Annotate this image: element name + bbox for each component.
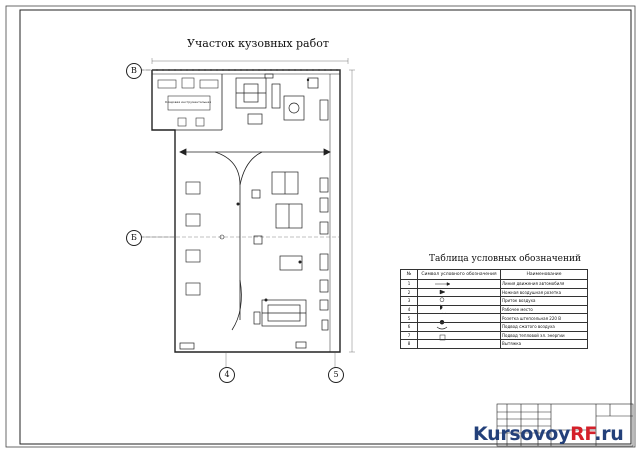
legend-row: 5 Розетка штепсельная 220 В	[400, 313, 588, 323]
office-equipment	[157, 77, 219, 127]
legend-row-no: 3	[400, 296, 418, 306]
legend-header-name: Наименование	[500, 269, 588, 280]
lift-equipment	[235, 73, 329, 125]
legend-row-name: Линия движения автомобиля	[500, 279, 588, 289]
legend-row-no: 5	[400, 313, 418, 323]
legend-row-symbol	[417, 330, 501, 341]
legend-row-name: Розетка штепсельная 220 В	[500, 313, 588, 323]
work-posts	[179, 171, 307, 350]
legend-row: 2 Ножная воздушная розетка	[400, 287, 588, 298]
legend-row-no: 1	[400, 279, 418, 289]
legend-row: 8 Вытяжка	[400, 339, 588, 349]
room-label: Кладовая инструментальная	[165, 100, 211, 104]
legend-row-name: Приток воздуха	[500, 296, 588, 306]
dimension-lines	[140, 58, 355, 368]
symbols	[219, 78, 310, 302]
brand-part-3: .ru	[594, 423, 624, 445]
building-walls	[151, 69, 341, 353]
axis-marker-v: В	[126, 63, 142, 79]
legend-row-symbol	[417, 296, 501, 306]
side-cabinets	[319, 177, 329, 331]
title-block	[496, 403, 634, 447]
legend-row: 7 Подвод тепловой эл. энергии	[400, 330, 588, 341]
sheet-frame	[5, 5, 636, 448]
vehicle-path	[179, 148, 331, 331]
axis-marker-5: 5	[328, 367, 344, 383]
legend-row-symbol	[417, 304, 501, 315]
legend-row-no: 6	[400, 321, 418, 332]
legend-row-no: 4	[400, 304, 418, 315]
brand-part-1: Kursovoy	[473, 423, 571, 445]
legend-row-symbol	[417, 321, 501, 332]
legend-row: 1 Линия движения автомобиля	[400, 279, 588, 289]
legend-row-symbol	[417, 339, 501, 349]
drawing-title: Участок кузовных работ	[187, 37, 329, 50]
legend-row-name: Вытяжка	[500, 339, 588, 349]
legend-header-row: № Символ условного обозначения Наименова…	[400, 269, 588, 280]
legend-row-symbol	[417, 287, 501, 298]
legend-row-name: Подвод сжатого воздуха	[500, 321, 588, 332]
legend-table: № Символ условного обозначения Наименова…	[400, 269, 588, 349]
legend-row-name: Подвод тепловой эл. энергии	[500, 330, 588, 341]
brand-watermark[interactable]: KursovoyRF.ru	[473, 423, 624, 445]
legend-row: 4 Рабочее место	[400, 304, 588, 315]
legend-row-no: 7	[400, 330, 418, 341]
legend-row: 3 Приток воздуха	[400, 296, 588, 306]
legend-header-symbol: Символ условного обозначения	[417, 269, 501, 280]
legend-header-no: №	[400, 269, 418, 280]
brand-part-2: RF	[570, 423, 595, 445]
axis-marker-b: Б	[126, 230, 142, 246]
legend-row-symbol	[417, 313, 501, 323]
legend-row-symbol	[417, 279, 501, 289]
inner-frame	[19, 9, 632, 445]
legend-row-name: Рабочее место	[500, 304, 588, 315]
legend-row-no: 2	[400, 287, 418, 298]
legend-row-no: 8	[400, 339, 418, 349]
legend-row-name: Ножная воздушная розетка	[500, 287, 588, 298]
parking-bays	[185, 181, 201, 296]
legend-row: 6 Подвод сжатого воздуха	[400, 321, 588, 332]
axis-marker-4: 4	[219, 367, 235, 383]
legend-title: Таблица условных обозначений	[429, 254, 581, 264]
